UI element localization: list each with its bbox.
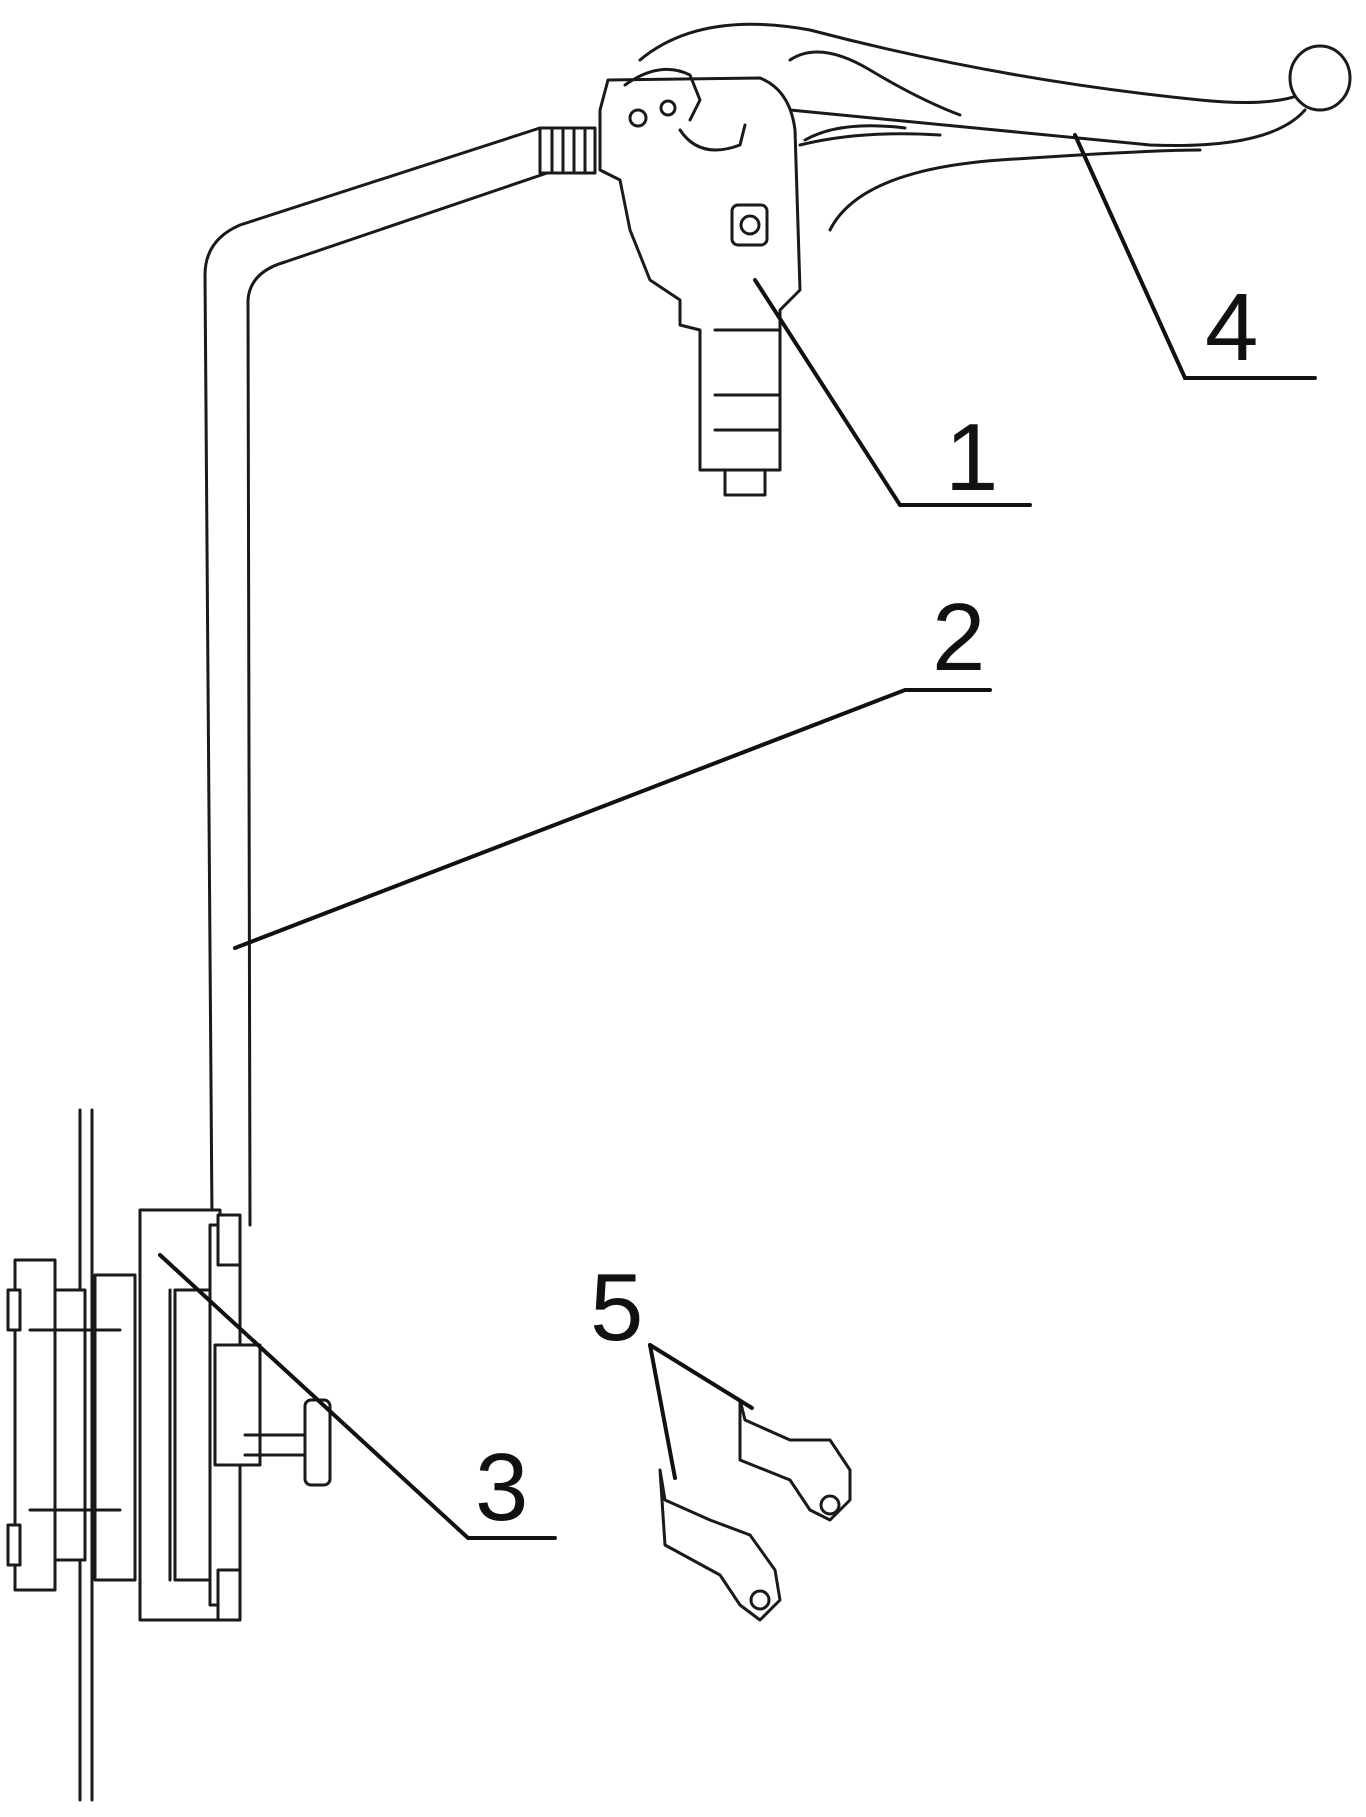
callout-3: 3 <box>475 1434 528 1541</box>
callout-5: 5 <box>590 1254 643 1361</box>
brake-hose <box>203 126 597 1227</box>
leader-lines <box>158 133 1317 1540</box>
callout-labels: 1 2 3 4 5 <box>475 274 1258 1541</box>
brake-pads <box>658 1398 852 1622</box>
brake-lever <box>638 22 1352 232</box>
callout-4: 4 <box>1205 274 1258 381</box>
brake-caliper <box>6 1108 332 1802</box>
callout-1: 1 <box>945 404 998 511</box>
callout-2: 2 <box>932 584 985 691</box>
master-cylinder <box>598 67 802 497</box>
